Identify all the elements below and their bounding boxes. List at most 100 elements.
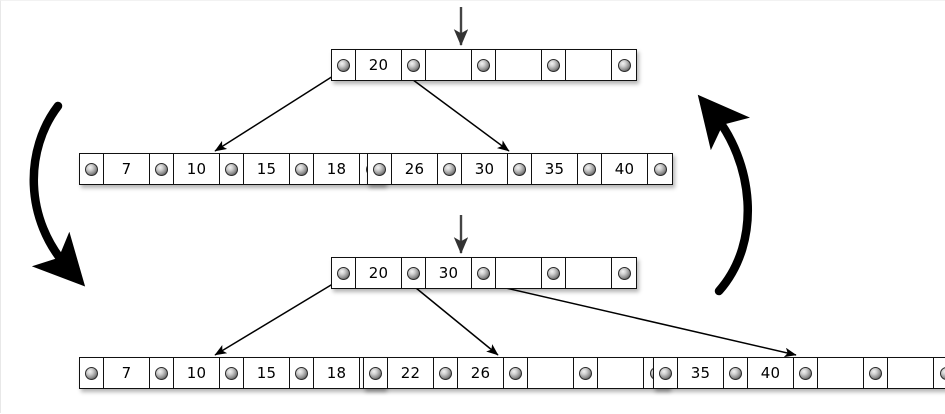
pointer-dot-icon xyxy=(477,267,490,280)
leaf-node-after-left[interactable]: 7 10 15 18 xyxy=(79,357,385,389)
leaf-node-after-right[interactable]: 35 40 xyxy=(653,357,945,389)
node-empty-cell[interactable] xyxy=(598,358,644,388)
link-root-before-to-left-leaf xyxy=(215,71,341,151)
node-pointer-cell[interactable] xyxy=(612,50,636,80)
node-pointer-cell[interactable] xyxy=(472,50,496,80)
node-empty-cell[interactable] xyxy=(496,50,542,80)
node-empty-cell[interactable] xyxy=(566,258,612,288)
node-pointer-cell[interactable] xyxy=(80,154,104,184)
node-key-cell[interactable]: 10 xyxy=(174,154,220,184)
node-key-cell[interactable]: 26 xyxy=(458,358,504,388)
pointer-dot-icon xyxy=(369,367,382,380)
node-pointer-cell[interactable] xyxy=(150,358,174,388)
node-pointer-cell[interactable] xyxy=(648,154,672,184)
link-root-after-to-middle-leaf xyxy=(405,279,498,355)
pointer-dot-icon xyxy=(225,367,238,380)
node-pointer-cell[interactable] xyxy=(574,358,598,388)
node-pointer-cell[interactable] xyxy=(220,154,244,184)
node-pointer-cell[interactable] xyxy=(402,258,426,288)
pointer-dot-icon xyxy=(155,163,168,176)
leaf-node-before-right[interactable]: 26 30 35 40 xyxy=(367,153,673,185)
node-empty-cell[interactable] xyxy=(426,50,472,80)
node-pointer-cell[interactable] xyxy=(150,154,174,184)
pointer-dot-icon xyxy=(583,163,596,176)
node-pointer-cell[interactable] xyxy=(438,154,462,184)
pointer-dot-icon xyxy=(618,267,631,280)
node-pointer-cell[interactable] xyxy=(508,154,532,184)
node-key-cell[interactable]: 22 xyxy=(388,358,434,388)
node-pointer-cell[interactable] xyxy=(794,358,818,388)
pointer-dot-icon xyxy=(618,59,631,72)
node-pointer-cell[interactable] xyxy=(364,358,388,388)
flow-arrow-right-up xyxy=(713,113,748,291)
pointer-dot-icon xyxy=(225,163,238,176)
node-empty-cell[interactable] xyxy=(888,358,934,388)
pointer-dot-icon xyxy=(407,59,420,72)
pointer-dot-icon xyxy=(869,367,882,380)
node-pointer-cell[interactable] xyxy=(612,258,636,288)
pointer-dot-icon xyxy=(373,163,386,176)
pointer-dot-icon xyxy=(729,367,742,380)
node-key-cell[interactable]: 30 xyxy=(462,154,508,184)
pointer-dot-icon xyxy=(659,367,672,380)
node-key-cell[interactable]: 7 xyxy=(104,358,150,388)
node-empty-cell[interactable] xyxy=(496,258,542,288)
node-pointer-cell[interactable] xyxy=(504,358,528,388)
pointer-dot-icon xyxy=(654,163,667,176)
link-root-after-to-right-leaf xyxy=(467,279,796,355)
node-pointer-cell[interactable] xyxy=(220,358,244,388)
node-key-cell[interactable]: 18 xyxy=(314,154,360,184)
node-pointer-cell[interactable] xyxy=(934,358,945,388)
node-pointer-cell[interactable] xyxy=(654,358,678,388)
pointer-dot-icon xyxy=(85,367,98,380)
pointer-dot-icon xyxy=(337,267,350,280)
node-pointer-cell[interactable] xyxy=(542,50,566,80)
node-pointer-cell[interactable] xyxy=(402,50,426,80)
node-key-cell[interactable]: 40 xyxy=(602,154,648,184)
node-pointer-cell[interactable] xyxy=(368,154,392,184)
node-empty-cell[interactable] xyxy=(818,358,864,388)
node-key-cell[interactable]: 10 xyxy=(174,358,220,388)
node-empty-cell[interactable] xyxy=(528,358,574,388)
pointer-dot-icon xyxy=(443,163,456,176)
pointer-dot-icon xyxy=(547,267,560,280)
node-pointer-cell[interactable] xyxy=(724,358,748,388)
pointer-dot-icon xyxy=(295,163,308,176)
node-pointer-cell[interactable] xyxy=(290,154,314,184)
link-root-before-to-right-leaf xyxy=(401,71,509,151)
pointer-dot-icon xyxy=(407,267,420,280)
node-key-cell[interactable]: 20 xyxy=(356,258,402,288)
pointer-dot-icon xyxy=(477,59,490,72)
node-key-cell[interactable]: 7 xyxy=(104,154,150,184)
pointer-dot-icon xyxy=(155,367,168,380)
pointer-dot-icon xyxy=(579,367,592,380)
node-pointer-cell[interactable] xyxy=(80,358,104,388)
node-key-cell[interactable]: 15 xyxy=(244,358,290,388)
pointer-dot-icon xyxy=(509,367,522,380)
node-key-cell[interactable]: 40 xyxy=(748,358,794,388)
node-key-cell[interactable]: 20 xyxy=(356,50,402,80)
node-key-cell[interactable]: 35 xyxy=(532,154,578,184)
node-empty-cell[interactable] xyxy=(566,50,612,80)
node-key-cell[interactable]: 26 xyxy=(392,154,438,184)
pointer-dot-icon xyxy=(295,367,308,380)
node-pointer-cell[interactable] xyxy=(542,258,566,288)
root-node-before[interactable]: 20 xyxy=(331,49,637,81)
node-pointer-cell[interactable] xyxy=(864,358,888,388)
node-pointer-cell[interactable] xyxy=(290,358,314,388)
node-pointer-cell[interactable] xyxy=(472,258,496,288)
node-key-cell[interactable]: 15 xyxy=(244,154,290,184)
pointer-dot-icon xyxy=(940,367,945,380)
node-key-cell[interactable]: 18 xyxy=(314,358,360,388)
node-key-cell[interactable]: 35 xyxy=(678,358,724,388)
node-pointer-cell[interactable] xyxy=(332,50,356,80)
leaf-node-after-middle[interactable]: 22 26 xyxy=(363,357,669,389)
node-pointer-cell[interactable] xyxy=(434,358,458,388)
pointer-dot-icon xyxy=(547,59,560,72)
node-key-cell[interactable]: 30 xyxy=(426,258,472,288)
leaf-node-before-left[interactable]: 7 10 15 18 xyxy=(79,153,385,185)
node-pointer-cell[interactable] xyxy=(332,258,356,288)
node-pointer-cell[interactable] xyxy=(578,154,602,184)
root-node-after[interactable]: 20 30 xyxy=(331,257,637,289)
